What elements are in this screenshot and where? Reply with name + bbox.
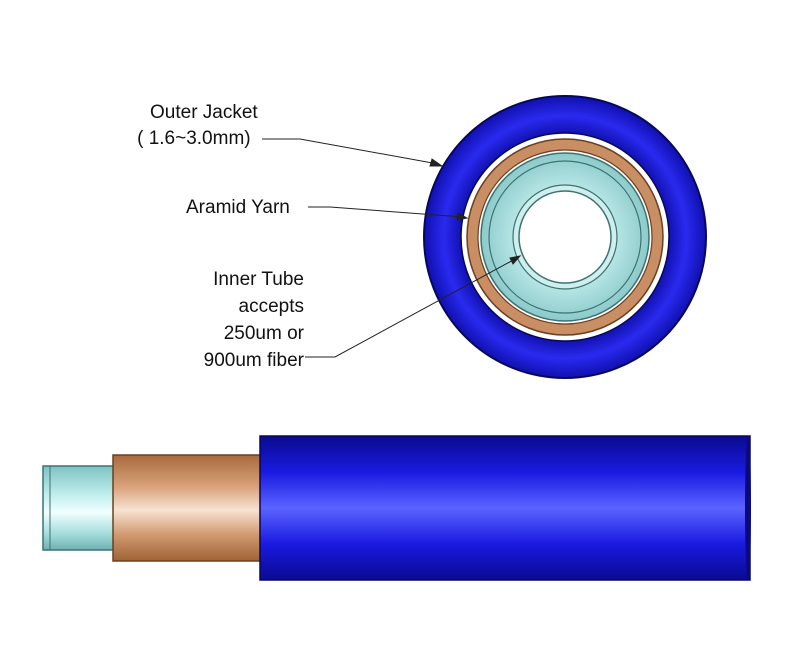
side-aramid-section [112, 454, 264, 562]
side-view [42, 435, 751, 581]
inner-tube-900um: 900um fiber [203, 350, 304, 371]
aramid-yarn-arrowhead [456, 212, 469, 221]
outer-jacket-title: Outer Jacket [150, 102, 258, 123]
inner-tube-accepts: accepts [238, 296, 304, 317]
outer-jacket-label: Outer Jacket ( 1.6~3.0mm) [137, 100, 258, 152]
outer-jacket-leader [262, 138, 439, 165]
inner-tube-title: Inner Tube [213, 269, 304, 290]
inner-tube-step [488, 160, 642, 314]
inner-tube-leader [305, 257, 518, 358]
cross-section-view [423, 95, 707, 379]
side-inner-tube-tip [42, 465, 119, 551]
aramid-yarn-leader [308, 206, 464, 218]
outer-jacket-size: ( 1.6~3.0mm) [137, 128, 251, 149]
inner-tube-250um: 250um or [223, 323, 304, 344]
inner-tube-label: Inner Tube accepts 250um or 900um fiber [180, 266, 304, 374]
side-outer-jacket [259, 435, 751, 581]
inner-tube-bore [518, 190, 612, 284]
side-jacket-end [745, 436, 751, 580]
leader-lines [262, 138, 522, 358]
aramid-yarn-title: Aramid Yarn [186, 197, 290, 218]
inner-tube-arrowhead [509, 255, 522, 265]
outer-jacket-arrowhead [429, 158, 444, 167]
aramid-yarn-label: Aramid Yarn [186, 195, 290, 221]
